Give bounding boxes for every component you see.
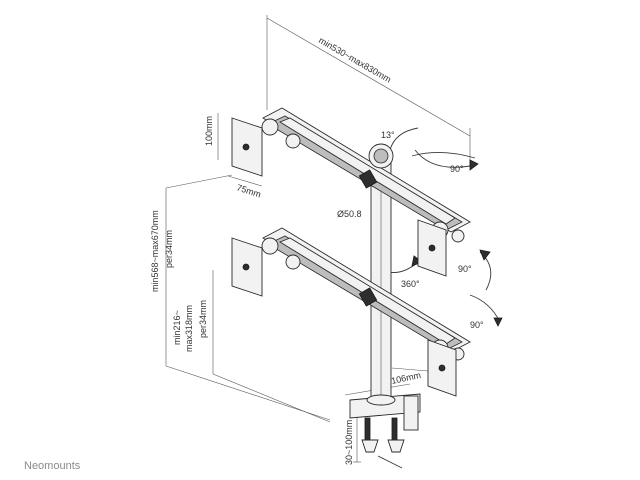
dimension-lines: [165, 15, 471, 463]
label-top-width: min530~max830mm: [317, 35, 393, 85]
rotation-arrows: [371, 127, 503, 327]
lower-arm: [261, 227, 471, 361]
label-height-lower-c: per34mm: [198, 300, 208, 338]
label-pole-diameter: Ø50.8: [337, 209, 362, 219]
label-height-total-a: min568~max670mm: [150, 210, 160, 292]
label-plate-100: 100mm: [204, 116, 214, 146]
label-clamp-range: 30~100mm: [344, 420, 354, 465]
brand-logo: Neomounts: [24, 460, 81, 472]
label-height-lower-a: min216~: [172, 310, 182, 345]
label-height-total-b: per34mm: [164, 230, 174, 268]
desk-clamp: [349, 393, 421, 469]
label-tilt-90-low: 90°: [470, 320, 484, 330]
mounting-pole: [370, 159, 392, 399]
label-rotate-360: 360°: [401, 279, 420, 289]
label-tilt-90-right: 90°: [458, 264, 472, 274]
label-height-lower-b: max318mm: [184, 305, 194, 352]
label-angle-90-top: 90°: [450, 164, 464, 174]
vesa-plates: [231, 117, 457, 397]
upper-arm: [261, 107, 471, 243]
label-clamp-depth: 106mm: [390, 370, 421, 386]
label-angle-13: 13°: [381, 130, 395, 140]
